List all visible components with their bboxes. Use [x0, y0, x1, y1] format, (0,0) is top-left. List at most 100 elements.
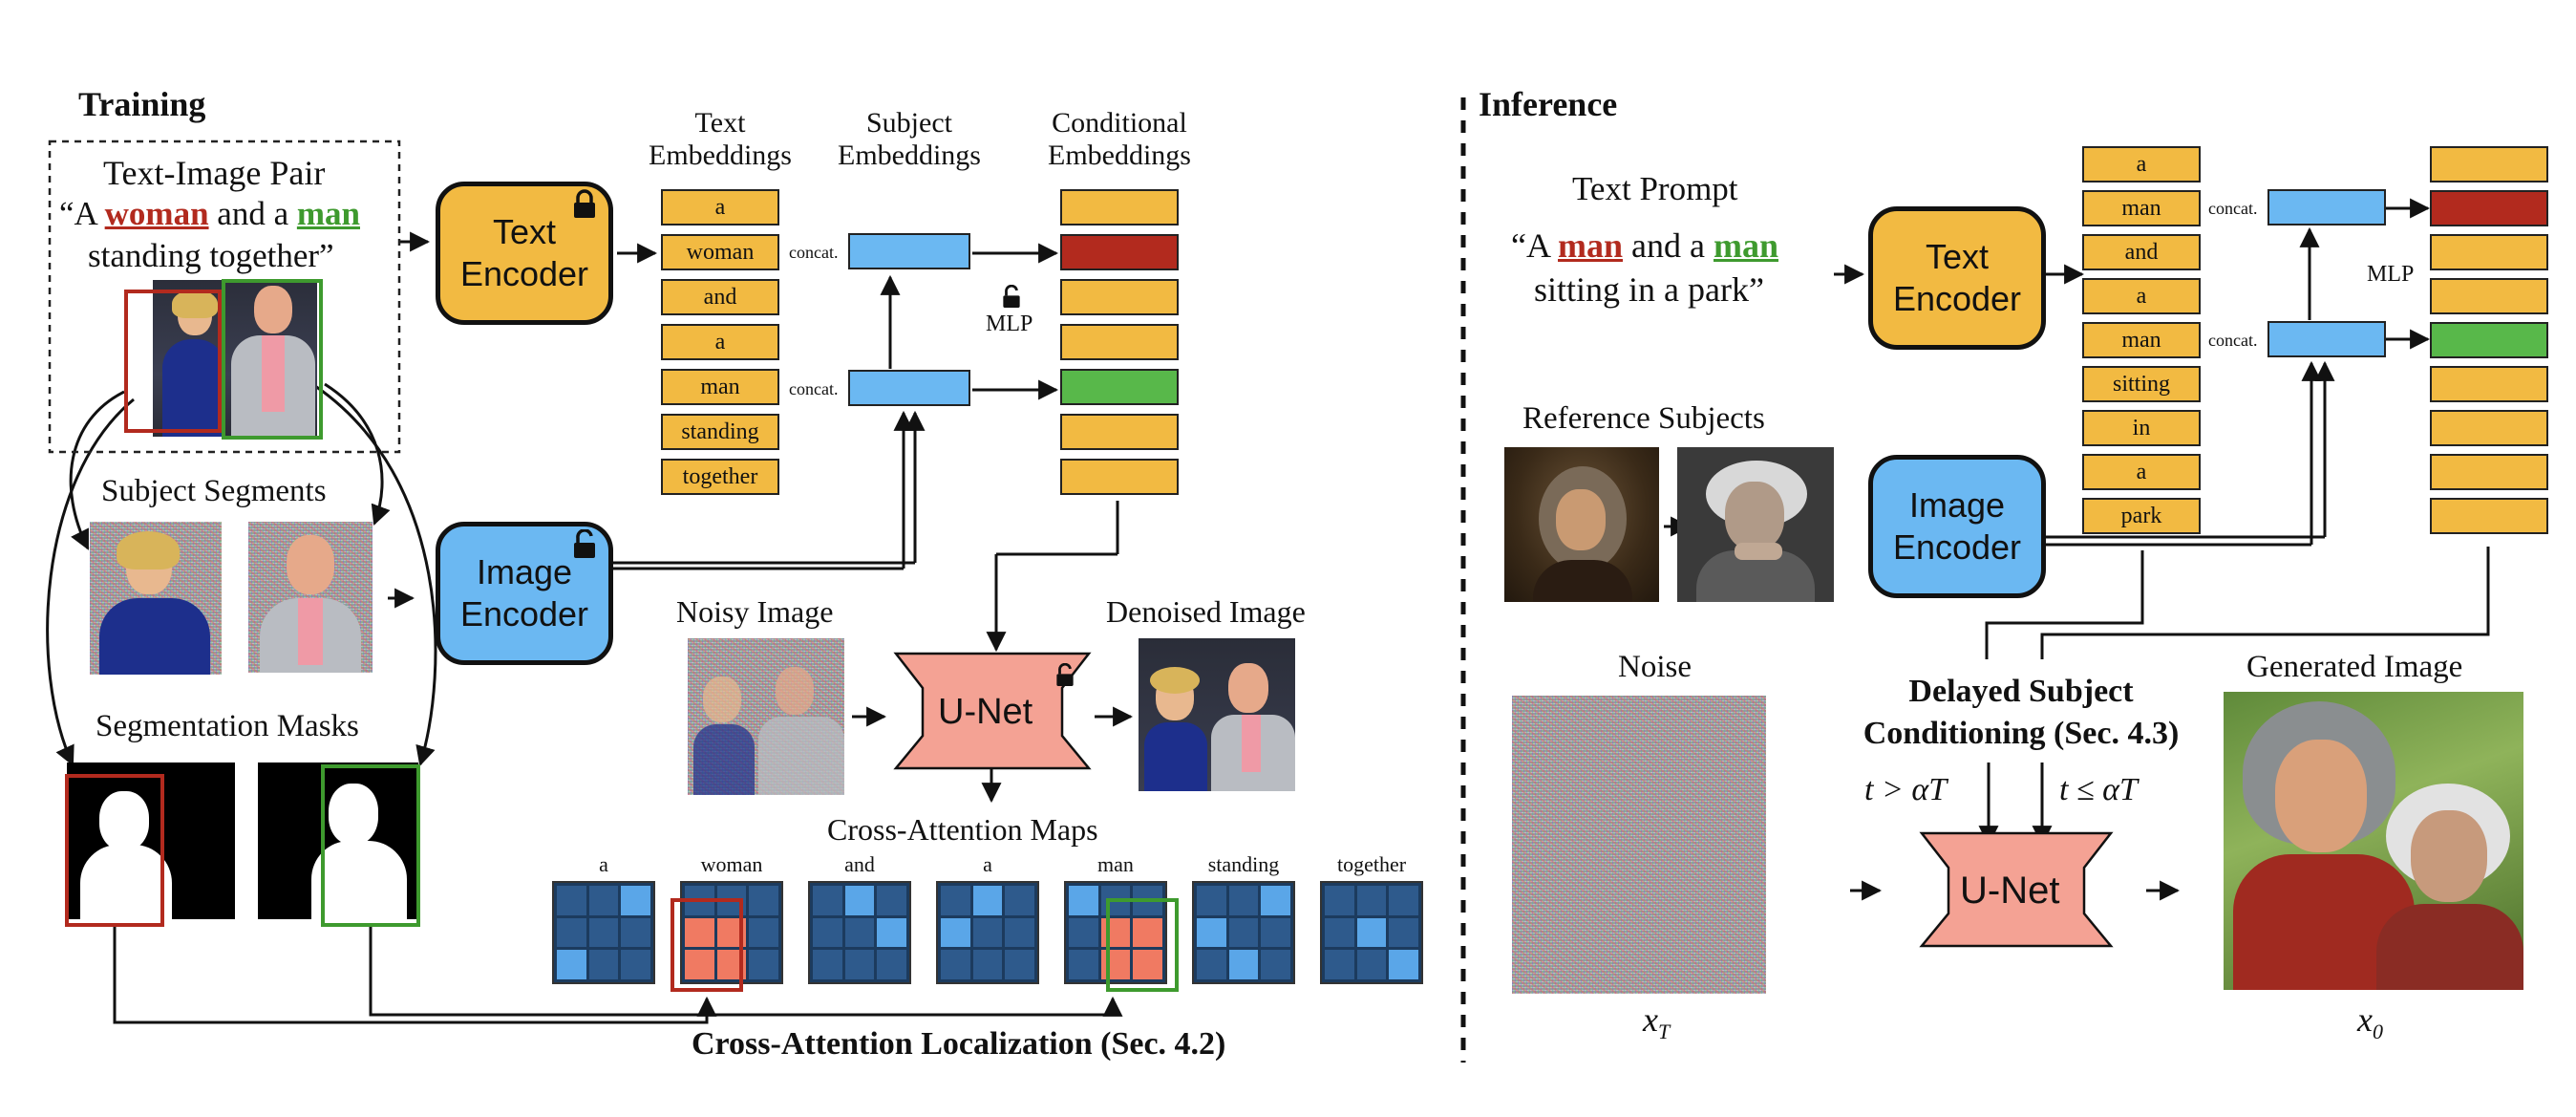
concat-label: concat.	[2208, 331, 2258, 350]
caption-word-man: man	[296, 195, 360, 232]
mlp-label: MLP	[986, 311, 1033, 336]
subject-embedding-1	[2267, 189, 2386, 226]
subject-embeddings-header: Subject Embeddings	[827, 107, 991, 172]
mlp-label: MLP	[2367, 262, 2415, 287]
x-t-label: xT	[1643, 999, 1670, 1044]
token: sitting	[2082, 366, 2201, 402]
token: and	[2082, 234, 2201, 270]
pair-caption-line1: “A woman and a man	[59, 195, 360, 233]
concat-label: concat.	[2208, 199, 2258, 218]
x-0-subscript: 0	[2372, 1020, 2383, 1044]
text-encoder-line1: Text	[1925, 237, 1990, 276]
caption-mid: and a	[208, 195, 297, 232]
man-box	[222, 279, 323, 440]
caption-word-woman: woman	[104, 195, 209, 232]
reference-portrait-1	[1504, 447, 1659, 602]
prompt-line2: sitting in a park”	[1534, 270, 1764, 309]
man-attention-box	[1106, 898, 1179, 992]
noise-image	[1512, 696, 1766, 994]
caption-pre: “A	[59, 195, 105, 232]
cond-embedding	[2430, 146, 2548, 183]
image-encoder-line1: Image	[476, 552, 573, 591]
token: together	[661, 459, 779, 495]
cond-embedding	[1060, 324, 1179, 360]
token: a	[2082, 454, 2201, 490]
source-photo	[153, 280, 317, 437]
image-encoder-line1: Image	[1908, 485, 2006, 525]
cond-embedding	[1060, 414, 1179, 450]
prompt-pre: “A	[1511, 226, 1558, 265]
delayed-line2: Conditioning (Sec. 4.3)	[1863, 716, 2180, 751]
token: a	[661, 189, 779, 226]
man-segment	[248, 522, 373, 673]
token: and	[661, 279, 779, 315]
cond-embedding-man	[1060, 369, 1179, 405]
inference-title: Inference	[1479, 85, 1618, 123]
condition-before: t > αT	[1864, 772, 1948, 807]
lock-icon	[574, 189, 595, 218]
token: man	[2082, 322, 2201, 358]
cond-embedding	[2430, 410, 2548, 446]
training-title: Training	[78, 85, 206, 123]
prompt-word-man2: man	[1713, 226, 1778, 265]
text-encoder-inference: Text Encoder	[1868, 206, 2046, 350]
woman-mask-box	[65, 774, 164, 927]
concat-label: concat.	[789, 243, 839, 262]
token: a	[2082, 146, 2201, 183]
image-encoder-inference: Image Encoder	[1868, 455, 2046, 598]
concat-label: concat.	[789, 379, 839, 398]
pair-caption-line2: standing together”	[88, 237, 334, 274]
cond-embedding	[1060, 189, 1179, 226]
cond-embedding	[2430, 366, 2548, 402]
denoised-image	[1139, 638, 1295, 791]
unet-shape-training	[893, 652, 1092, 770]
token: man	[2082, 190, 2201, 226]
x-0-main: x	[2357, 1000, 2373, 1039]
x-t-subscript: T	[1657, 1020, 1671, 1044]
generated-image-label: Generated Image	[2246, 650, 2463, 684]
woman-box	[124, 290, 222, 433]
map-label: a	[983, 852, 992, 876]
mlp-unlock-icon	[1003, 285, 1020, 308]
noise-label: Noise	[1618, 650, 1692, 684]
subject-segments-label: Subject Segments	[101, 474, 327, 508]
map-label: together	[1336, 852, 1407, 876]
token: a	[2082, 278, 2201, 314]
cond-embedding-man1	[2430, 190, 2548, 226]
header-line: Embeddings	[1048, 140, 1191, 171]
cond-embedding-woman	[1060, 234, 1179, 270]
token: park	[2082, 498, 2201, 534]
cross-attention-maps-label: Cross-Attention Maps	[827, 812, 1098, 847]
denoised-image-label: Denoised Image	[1106, 594, 1306, 629]
map-label: and	[844, 852, 875, 876]
man-figure	[231, 286, 315, 437]
map-label: a	[599, 852, 608, 876]
noisy-image	[688, 638, 844, 795]
pair-title: Text-Image Pair	[103, 154, 326, 192]
woman-attention-box	[671, 898, 743, 992]
image-encoder-training: Image Encoder	[436, 522, 613, 665]
header-line: Embeddings	[649, 140, 792, 171]
header-line: Conditional	[1052, 107, 1187, 139]
header-line: Subject	[866, 107, 952, 139]
segmentation-masks-label: Segmentation Masks	[96, 709, 359, 743]
x-t-main: x	[1643, 1000, 1658, 1039]
token: woman	[661, 234, 779, 270]
text-prompt-label: Text Prompt	[1572, 170, 1738, 207]
localization-caption: Cross-Attention Localization (Sec. 4.2)	[692, 1026, 1226, 1062]
woman-segment	[90, 522, 222, 675]
condition-after: t ≤ αT	[2059, 772, 2138, 807]
conditional-embeddings-header: Conditional Embeddings	[1033, 107, 1205, 172]
unet-label-inference: U-Net	[1960, 870, 2060, 912]
unet-lock-icon	[1056, 663, 1074, 686]
text-encoder-line1: Text	[492, 212, 557, 251]
cond-embedding	[2430, 278, 2548, 314]
woman-mask	[67, 763, 235, 919]
map-label: man	[1097, 852, 1134, 876]
cond-embedding	[2430, 234, 2548, 270]
text-encoder-line2: Encoder	[459, 254, 589, 293]
x-0-label: x0	[2357, 999, 2383, 1044]
text-encoder-training: Text Encoder	[436, 182, 613, 325]
token: in	[2082, 410, 2201, 446]
